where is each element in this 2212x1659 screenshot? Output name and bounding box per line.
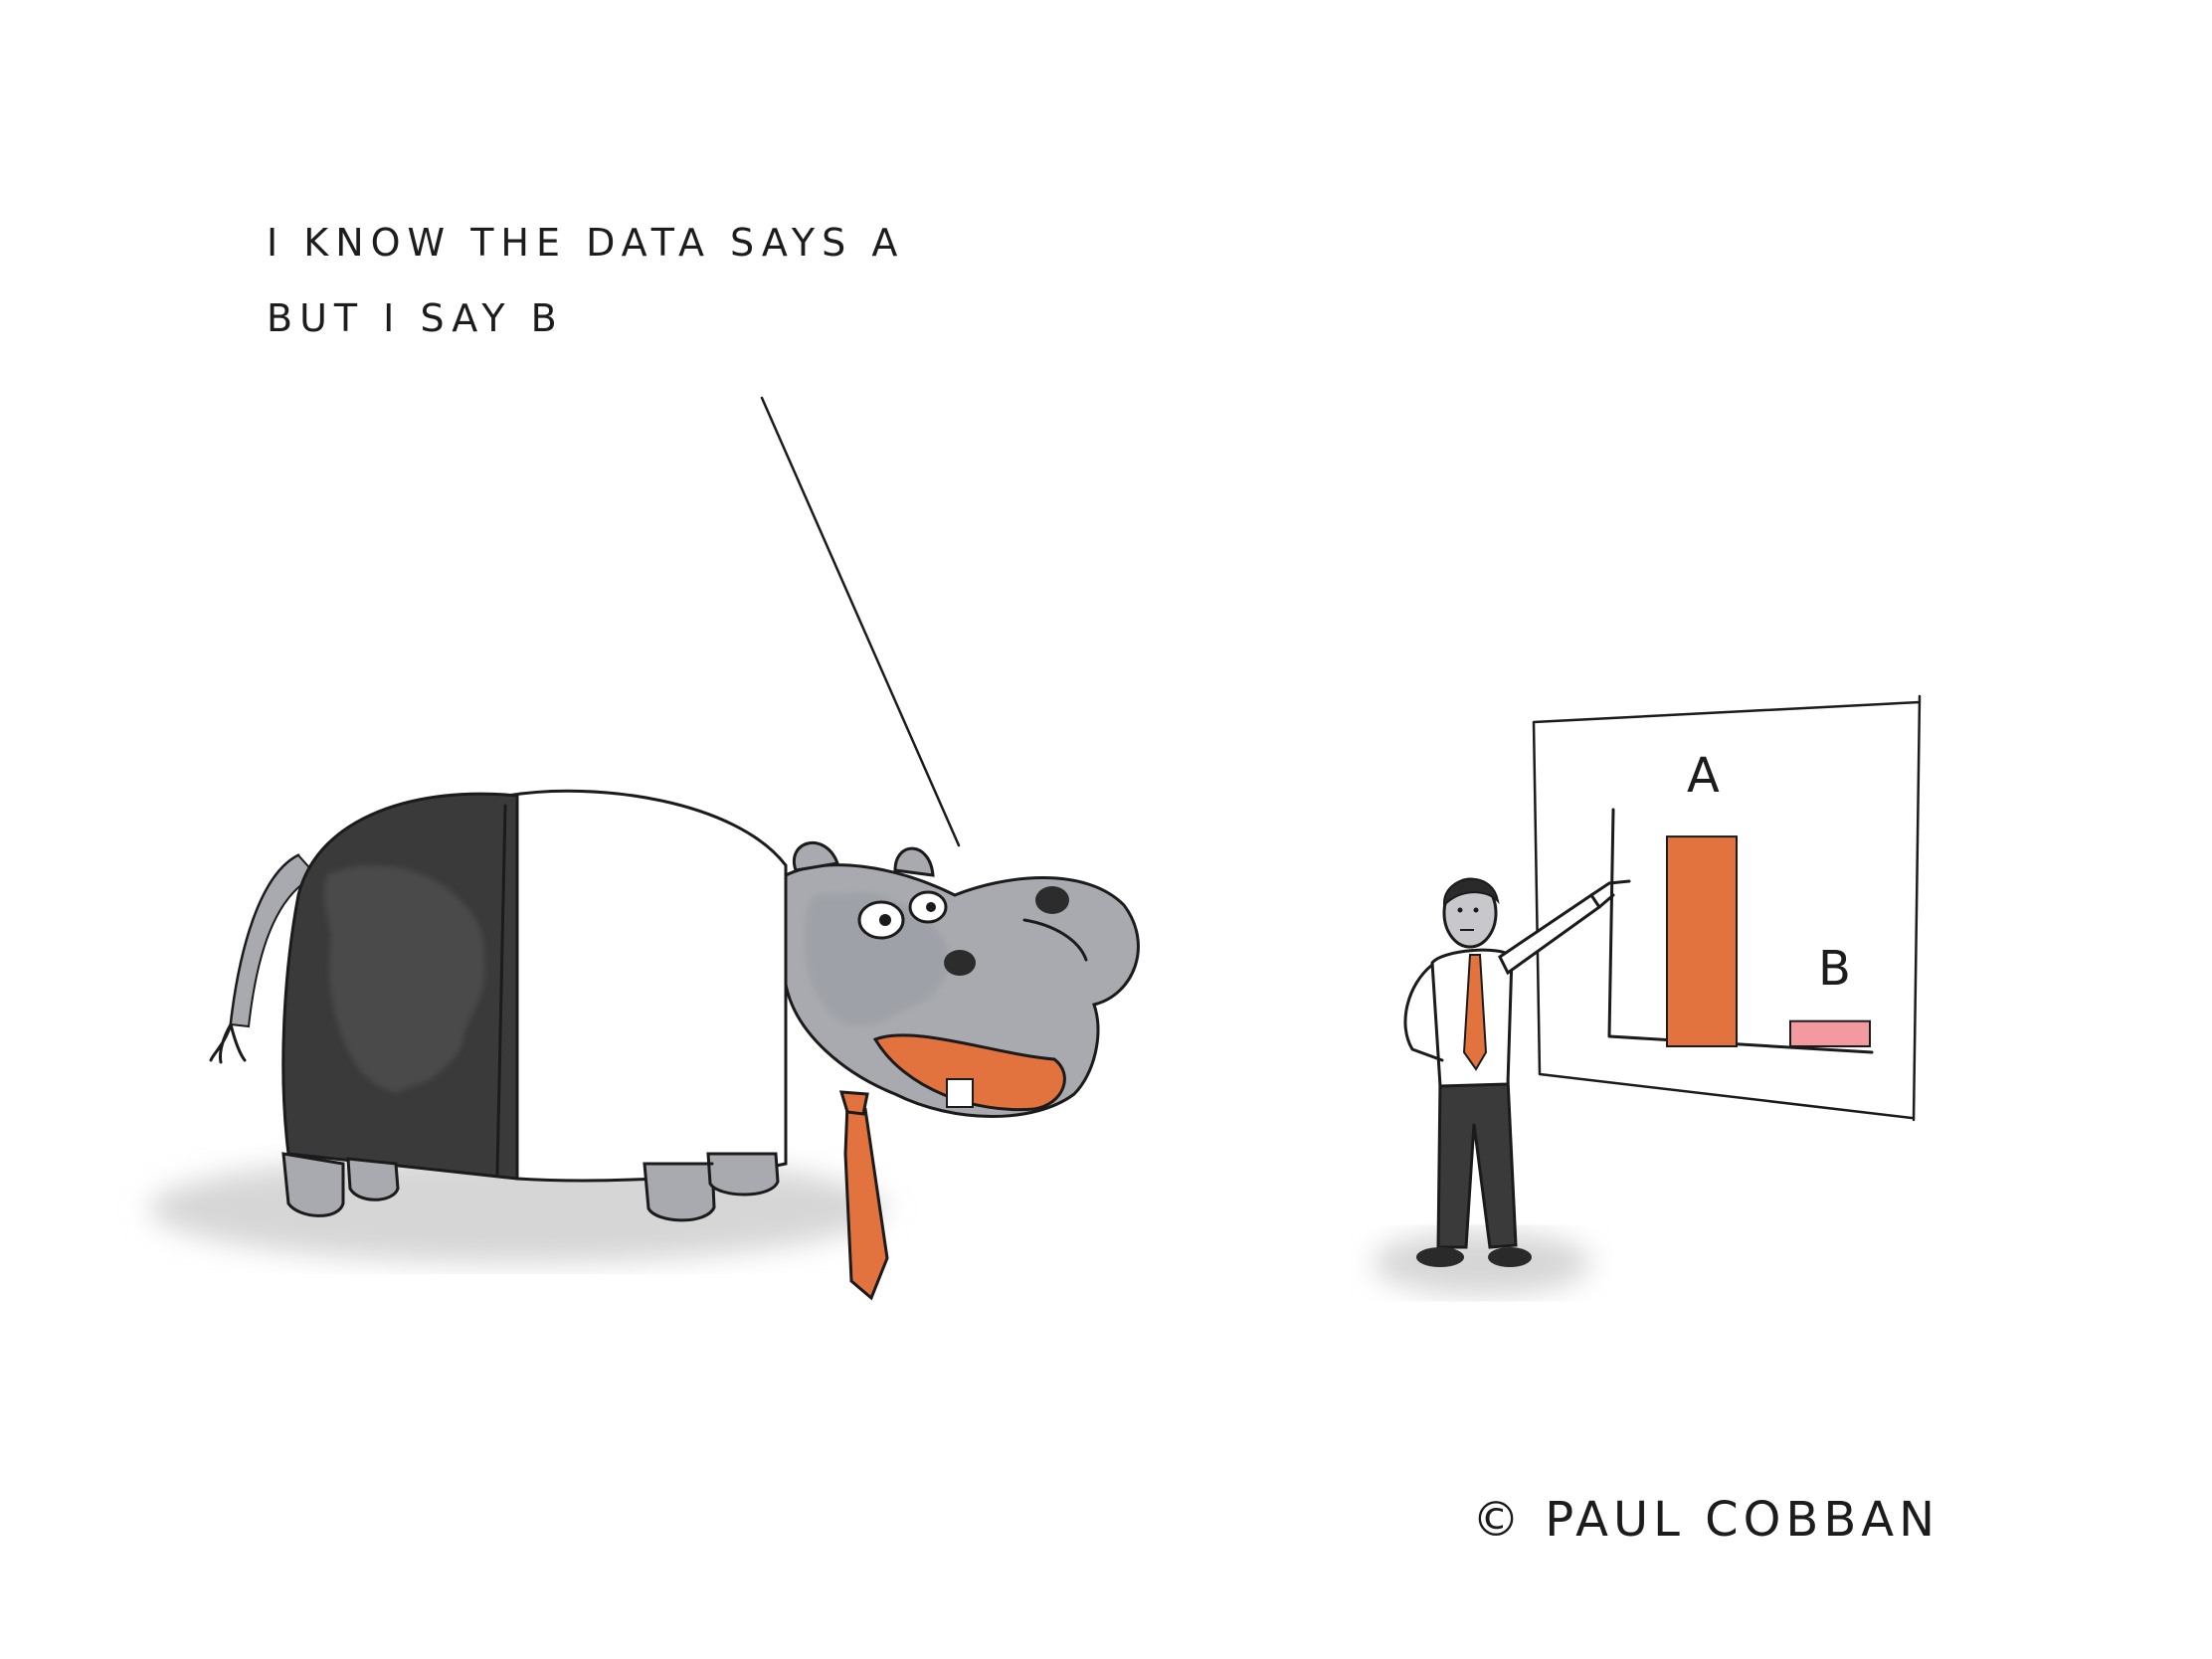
presenter-eye	[1457, 907, 1463, 913]
presenter-tie	[1462, 954, 1488, 1071]
hippo-suit-shade	[326, 865, 484, 1094]
hippo-lapel-line	[495, 804, 507, 1176]
hippo-tie-knot	[838, 1090, 869, 1116]
hippo-tooth	[946, 1078, 974, 1108]
hippo-pupil-right	[926, 902, 936, 912]
hippo-ear-right	[893, 846, 935, 877]
whiteboard-frame	[1532, 694, 1922, 1122]
caption-line-1: I KNOW THE DATA SAYS A	[267, 221, 905, 265]
chart-y-axis	[1607, 808, 1874, 1054]
hippo-pupil-left	[879, 914, 891, 926]
presenter-trousers	[1436, 1077, 1518, 1249]
presenter-pointing-hand	[1589, 879, 1631, 909]
hippo-ear-left	[792, 840, 840, 872]
hippo-tail-fill	[229, 853, 318, 1028]
hippo-nostril-left	[944, 950, 976, 976]
hippo-back-foot-2	[346, 1157, 400, 1201]
whiteboard	[1532, 694, 1922, 1122]
presenter-eye-2	[1473, 907, 1479, 913]
presenter	[1403, 877, 1631, 1267]
chart-label-a: A	[1687, 748, 1720, 804]
presenter-arm-right	[1498, 892, 1602, 976]
hippo-brow	[1022, 918, 1088, 962]
hippo-front-leg-2	[706, 1152, 780, 1197]
hippo-head-shade	[806, 892, 947, 1026]
presenter-shoe-right	[1488, 1247, 1532, 1267]
hippo-nostril-right	[1035, 886, 1069, 914]
hippo-shirt	[505, 789, 788, 1183]
man-ground-shadow	[1373, 1231, 1591, 1295]
presenter-hair	[1442, 877, 1500, 908]
presenter-shoe-left	[1416, 1247, 1464, 1267]
chart-bars	[1666, 835, 1871, 1048]
hippo-mouth	[872, 1033, 1066, 1112]
artist-signature: © PAUL COBBAN	[1472, 1492, 1939, 1548]
hippo-back-foot	[281, 1152, 345, 1217]
caption-line-2: BUT I SAY B	[267, 296, 564, 340]
hippo	[209, 789, 1140, 1301]
presenter-arm-left	[1403, 963, 1444, 1062]
chart-bar-b	[1789, 1019, 1871, 1048]
chart-bar-a	[1666, 835, 1738, 1047]
hippo-cuffs	[643, 1152, 778, 1166]
chart-label-b: B	[1818, 941, 1851, 997]
hippo-front-leg	[643, 1162, 716, 1222]
speech-pointer-line	[760, 396, 961, 847]
whiteboard-chart	[1607, 808, 1874, 1054]
